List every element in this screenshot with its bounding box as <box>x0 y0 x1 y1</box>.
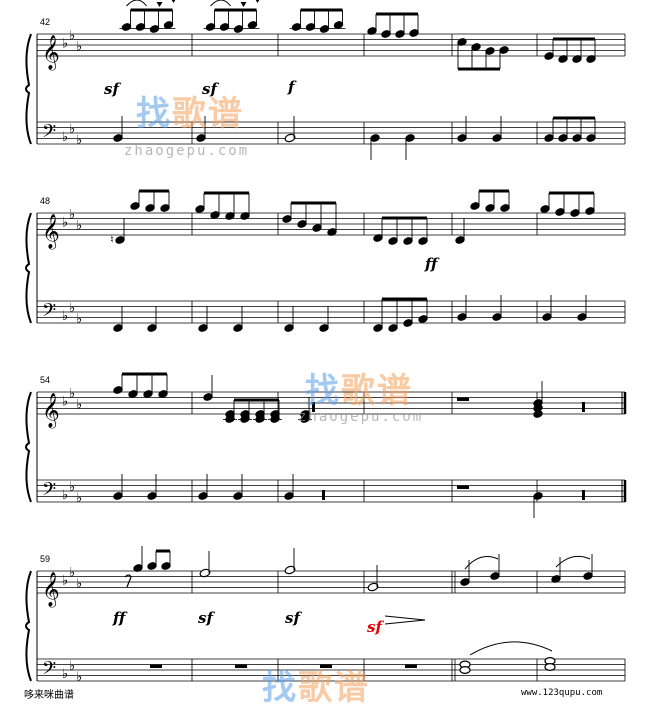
watermark-brand-orange: 歌谱 <box>172 94 244 134</box>
flat-icon: ♭ <box>62 216 68 231</box>
half-note <box>284 565 296 575</box>
flat-icon: ♭ <box>62 309 68 324</box>
flat-icon: ♭ <box>62 37 68 52</box>
flat-icon: ♭ <box>76 39 82 54</box>
flat-icon: ♭ <box>76 576 82 591</box>
dynamic-marking: ff <box>425 255 438 273</box>
flat-icon: ♭ <box>69 386 75 401</box>
flat-icon: ♭ <box>76 397 82 412</box>
flat-icon: ♭ <box>62 667 68 682</box>
bass-clef-icon: 𝄢 <box>42 122 56 147</box>
accent-wedge <box>156 2 163 7</box>
accent-wedge <box>240 2 247 7</box>
watermark-brand: 找歌谱 <box>262 660 370 709</box>
treble-clef-icon: 𝄞 <box>42 572 60 608</box>
dynamic-marking: sf <box>202 80 217 98</box>
whole-rest-icon <box>150 664 162 668</box>
flat-icon: ♭ <box>76 133 82 148</box>
watermark-brand: 找歌谱 <box>305 363 413 412</box>
measure-number: 54 <box>40 375 51 385</box>
watermark-brand: 找歌谱 <box>136 86 244 135</box>
half-note <box>459 665 471 674</box>
treble-clef-icon: 𝄞 <box>42 35 60 71</box>
watermark-brand-orange: 歌谱 <box>298 668 370 708</box>
bass-clef-icon: 𝄢 <box>42 301 56 326</box>
half-note <box>284 133 296 143</box>
watermark-brand-orange: 歌谱 <box>341 371 413 411</box>
treble-clef-icon: 𝄞 <box>42 393 60 429</box>
footer-left-label: 哆来咪曲谱 <box>24 690 74 701</box>
notehead <box>533 410 543 418</box>
natural-icon: ♮ <box>110 233 114 246</box>
slur <box>555 555 591 568</box>
brace <box>25 570 32 682</box>
flat-icon: ♭ <box>62 488 68 503</box>
half-note <box>199 568 211 578</box>
quarter-rest-icon <box>582 402 585 412</box>
whole-rest-icon <box>457 397 469 401</box>
watermark-brand-blue: 找 <box>136 94 172 134</box>
measure-number: 42 <box>40 17 51 27</box>
watermark-brand-blue: 找 <box>262 668 298 708</box>
flat-icon: ♭ <box>62 574 68 589</box>
whole-rest-icon <box>457 485 469 489</box>
brace <box>25 212 32 324</box>
flat-icon: ♭ <box>69 480 75 495</box>
notehead <box>240 410 250 418</box>
flat-icon: ♭ <box>62 130 68 145</box>
quarter-rest-icon <box>312 402 315 412</box>
brace <box>25 33 32 145</box>
flat-icon: ♭ <box>69 122 75 137</box>
dynamic-marking: f <box>288 78 295 96</box>
decrescendo-hairpin <box>384 615 426 625</box>
flat-icon: ♭ <box>76 312 82 327</box>
watermark-url: zhaogepu.com <box>298 409 424 425</box>
flat-icon: ♭ <box>69 207 75 222</box>
flat-icon: ♭ <box>76 491 82 506</box>
flat-icon: ♭ <box>69 28 75 43</box>
accent-wedge <box>171 0 176 3</box>
treble-clef-icon: 𝄞 <box>42 214 60 250</box>
accent-wedge <box>255 0 260 3</box>
flat-icon: ♭ <box>69 565 75 580</box>
dynamic-marking: ff <box>113 609 126 627</box>
flat-icon: ♭ <box>69 659 75 674</box>
watermark-url: zhaogepu.com <box>124 143 250 159</box>
bass-clef-icon: 𝄢 <box>42 659 56 684</box>
watermark-brand-blue: 找 <box>305 371 341 411</box>
flat-icon: ♭ <box>62 395 68 410</box>
quarter-rest-icon <box>322 490 325 500</box>
bass-clef-icon: 𝄢 <box>42 480 56 505</box>
slur <box>464 556 499 570</box>
dynamic-marking: sf <box>367 618 382 636</box>
flat-icon: ♭ <box>69 301 75 316</box>
eighth-rest-icon <box>124 574 132 588</box>
measure-number: 48 <box>40 196 51 206</box>
slur <box>126 0 147 7</box>
quarter-rest-icon <box>582 490 585 500</box>
dynamic-marking: sf <box>285 609 300 627</box>
notehead <box>255 410 265 418</box>
dynamic-marking: sf <box>104 80 119 98</box>
half-note <box>544 662 556 671</box>
whole-rest-icon <box>320 664 332 668</box>
notehead <box>270 410 280 418</box>
half-note <box>367 582 379 592</box>
notehead <box>300 410 310 418</box>
slur <box>210 0 231 7</box>
dynamic-marking: sf <box>198 609 213 627</box>
flat-icon: ♭ <box>76 218 82 233</box>
slur <box>469 641 553 656</box>
footer-right-url: www.123qupu.com <box>521 688 603 698</box>
measure-number: 59 <box>40 554 51 564</box>
whole-rest-icon <box>405 664 417 668</box>
notehead <box>225 410 235 418</box>
brace <box>25 391 32 503</box>
flat-icon: ♭ <box>76 670 82 685</box>
whole-rest-icon <box>235 664 247 668</box>
